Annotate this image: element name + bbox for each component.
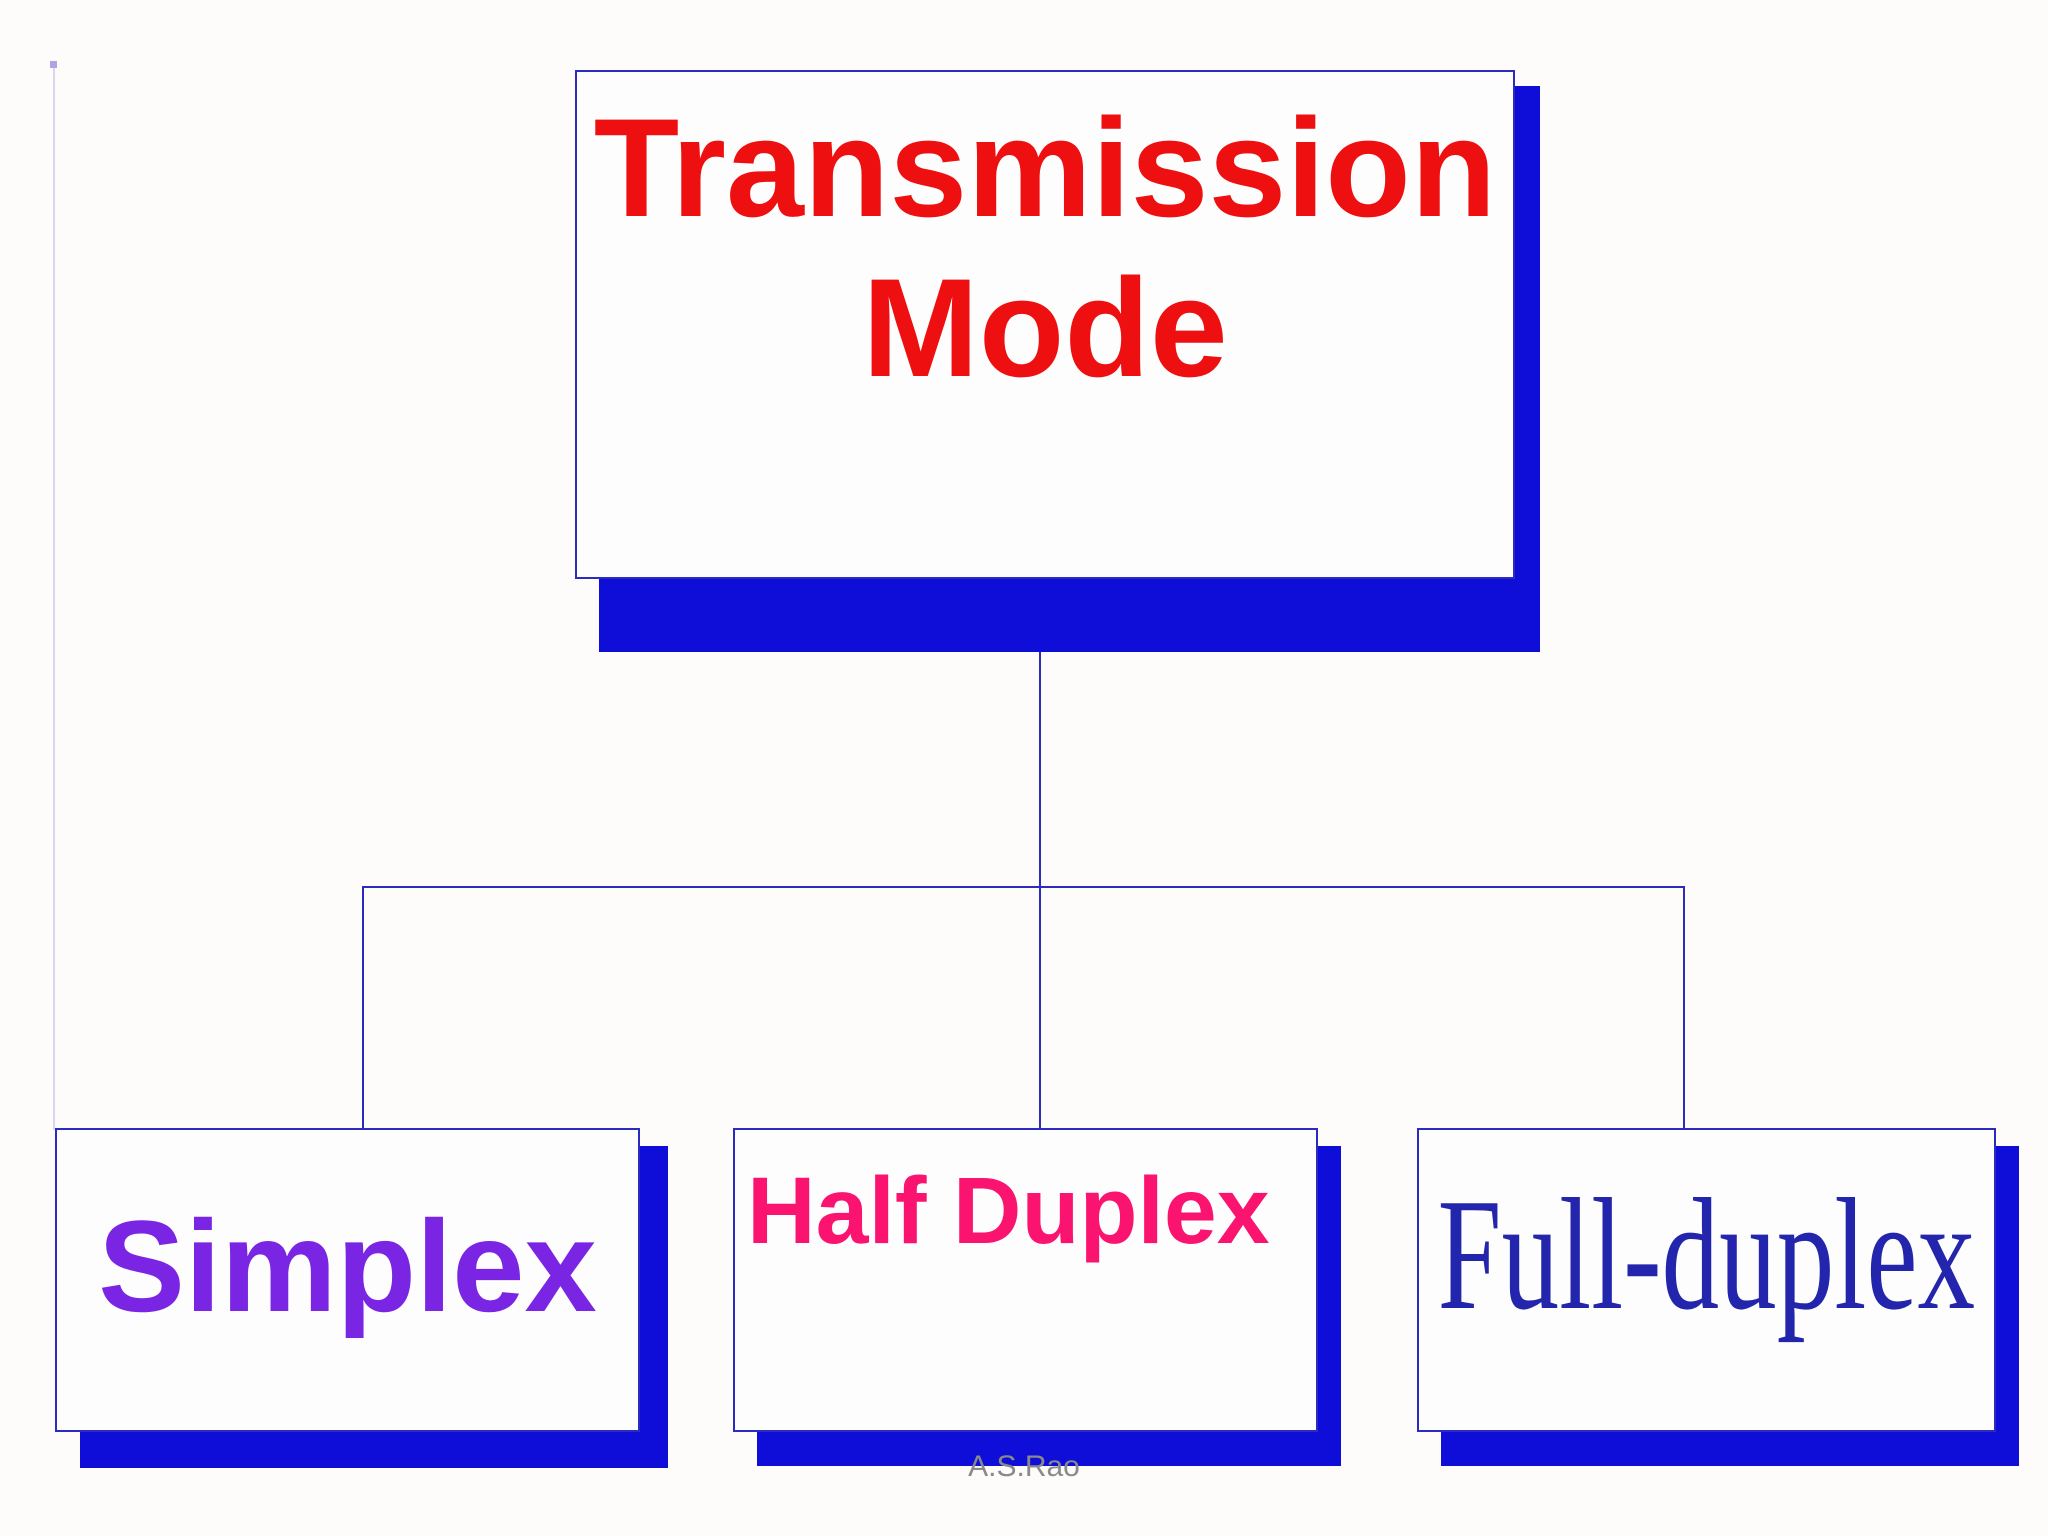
connector-drop-simplex (362, 886, 364, 1130)
connector-drop-half-duplex (1039, 886, 1041, 1130)
connector-horizontal-rail (362, 886, 1685, 888)
author-credit: A.S.Rao (968, 1450, 1080, 1483)
slide-edge-guide-line (53, 64, 55, 1130)
node-simplex: Simplex (55, 1128, 640, 1432)
node-label-simplex: Simplex (98, 1192, 597, 1339)
node-label-full-duplex: Full-duplex (1437, 1165, 1976, 1343)
connector-root-stem (1039, 652, 1041, 888)
connector-drop-full-duplex (1683, 886, 1685, 1130)
slide-edge-guide-dot (50, 61, 57, 68)
node-full-duplex: Full-duplex (1417, 1128, 1996, 1432)
node-half-duplex: Half Duplex (733, 1128, 1318, 1432)
node-label-transmission-mode: Transmission Mode (593, 89, 1497, 406)
node-transmission-mode: Transmission Mode (575, 70, 1515, 579)
node-label-half-duplex: Half Duplex (747, 1158, 1270, 1264)
